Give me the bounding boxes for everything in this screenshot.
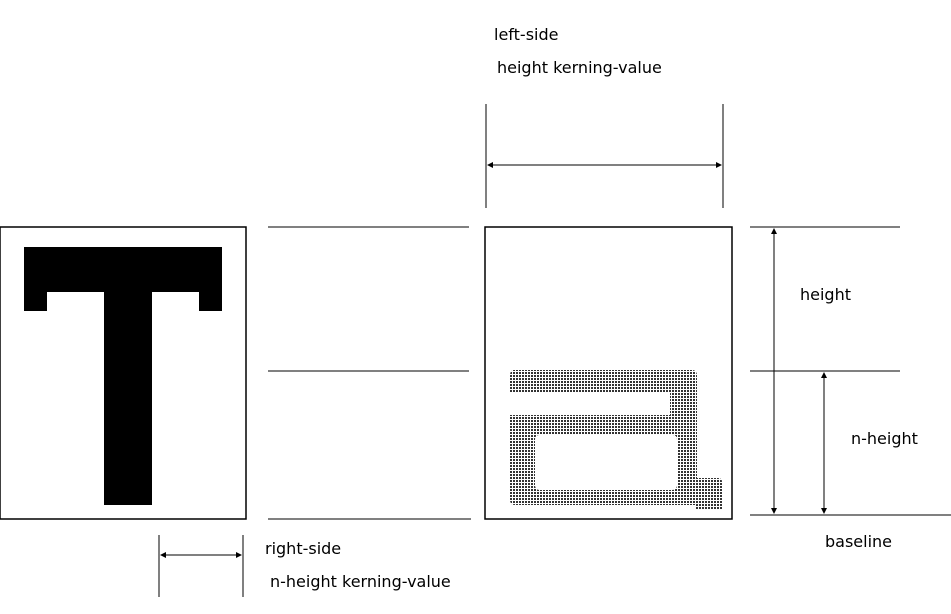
glyph-a-shape	[510, 370, 722, 510]
label-height: height	[800, 285, 851, 304]
label-baseline: baseline	[825, 532, 892, 551]
label-n-height-kerning-value: n-height kerning-value	[270, 572, 451, 591]
label-n-height: n-height	[851, 429, 918, 448]
middle-reference-lines	[268, 226, 471, 520]
glyph-box-a	[484, 226, 733, 520]
height-kerning-arrow	[485, 104, 724, 208]
label-left-side: left-side	[494, 25, 558, 44]
height-measure	[750, 226, 951, 516]
glyph-box-t	[0, 226, 247, 520]
label-right-side: right-side	[265, 539, 341, 558]
label-height-kerning-value: height kerning-value	[497, 58, 662, 77]
n-height-kerning-arrow	[158, 535, 244, 597]
glyph-t-shape	[24, 247, 222, 505]
